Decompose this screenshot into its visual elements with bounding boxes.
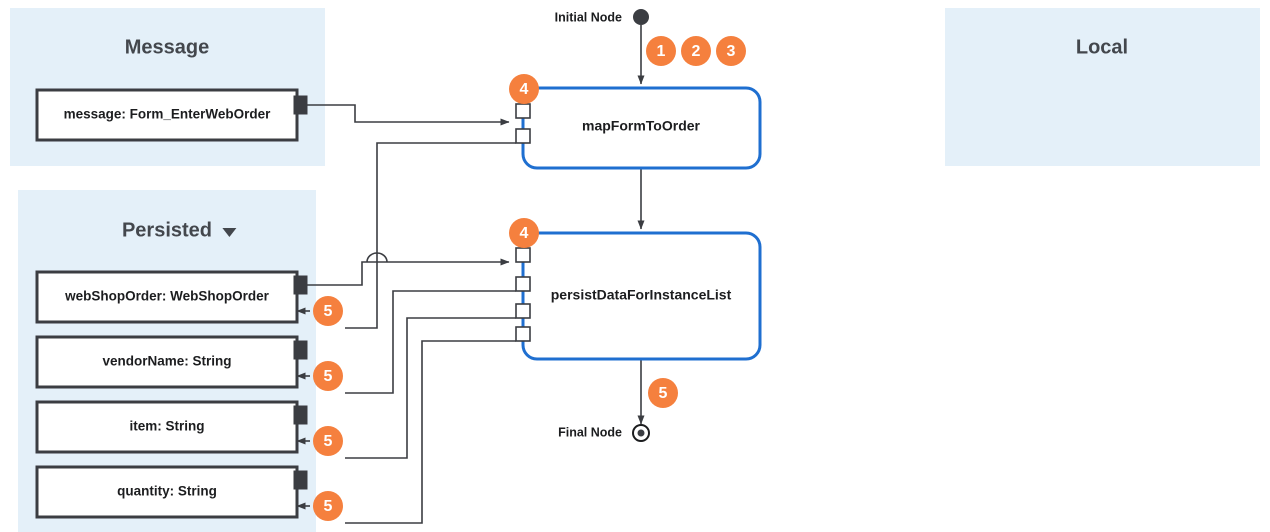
action-node-label: mapFormToOrder [582,118,701,134]
panel-background [10,8,325,166]
action-input-pin[interactable] [515,303,531,319]
badge-number: 5 [324,303,333,320]
property-box-frame[interactable] [35,465,299,519]
panel-title: Persisted [122,219,212,241]
badge-circle[interactable] [509,74,539,104]
step-badge-badge-2[interactable]: 2 [681,36,711,66]
badge-number: 5 [324,433,333,450]
badge-circle[interactable] [313,491,343,521]
property-box-item[interactable]: item: String [35,400,310,454]
connection-edge-persist-pin3-to-item [345,317,516,459]
property-label: vendorName: String [102,354,231,369]
connection-path [345,317,516,459]
property-box-frame[interactable] [35,400,299,454]
action-nodes-layer: mapFormToOrder persistDataForInstanceList [515,86,762,361]
property-output-port[interactable] [293,275,308,295]
panel-background [945,8,1260,166]
badge-circle[interactable] [313,426,343,456]
panel-title: Local [1076,36,1128,58]
property-output-port[interactable] [293,470,308,490]
step-badge-badge-5-flow[interactable]: 5 [648,378,678,408]
step-badge-badge-4-map[interactable]: 4 [509,74,539,104]
action-input-pin[interactable] [515,103,531,119]
connection-edge-map-pin2-down [345,142,516,329]
property-output-port[interactable] [293,95,308,115]
chevron-down-icon[interactable] [222,228,237,237]
property-boxes-layer: message: Form_EnterWebOrder webShopOrder:… [35,88,310,519]
initial-node-icon[interactable] [633,9,649,25]
property-label: quantity: String [117,484,217,499]
final-node[interactable]: Final Node [558,424,650,442]
connection-edge-persist-pin2-to-vendorname [345,290,516,394]
badge-number: 5 [324,498,333,515]
step-badge-badge-3[interactable]: 3 [716,36,746,66]
property-box-message-form-enterweborder[interactable]: message: Form_EnterWebOrder [35,88,308,142]
property-box-quantity[interactable]: quantity: String [35,465,310,519]
connections-layer [307,25,645,524]
property-box-vendorname[interactable]: vendorName: String [35,335,310,389]
connection-jump [366,252,388,263]
badge-number: 3 [727,43,736,60]
connection-path [345,290,516,394]
step-badges-layer: 1 2 3 4 4 5 5 5 5 5 [313,36,746,521]
panel-message: Message [10,8,325,166]
flow-node-caption: Final Node [558,425,622,439]
badge-number: 5 [324,368,333,385]
badge-number: 4 [520,225,529,242]
initial-node[interactable]: Initial Node [555,9,649,25]
action-input-pin[interactable] [515,247,531,263]
step-badge-badge-5-webshoporder[interactable]: 5 [313,296,343,326]
property-output-port[interactable] [293,405,308,425]
badge-circle[interactable] [648,378,678,408]
property-label: item: String [129,419,204,434]
connection-path [345,340,516,524]
property-box-frame[interactable] [35,270,299,324]
final-node-inner-dot [637,429,645,437]
action-node-persistdataforinstancelist[interactable]: persistDataForInstanceList [515,231,762,361]
badge-circle[interactable] [313,296,343,326]
action-node-mapformtoorder[interactable]: mapFormToOrder [515,86,762,170]
step-badge-badge-5-vendorname[interactable]: 5 [313,361,343,391]
badge-circle[interactable] [716,36,746,66]
action-node-frame[interactable] [521,231,762,361]
action-input-pin[interactable] [515,128,531,144]
connection-edge-message-to-map-pin1 [307,104,510,126]
badge-circle[interactable] [646,36,676,66]
action-input-pin[interactable] [515,326,531,342]
connection-path [307,104,510,126]
step-badge-badge-5-quantity[interactable]: 5 [313,491,343,521]
action-input-pin[interactable] [515,276,531,292]
action-node-label: persistDataForInstanceList [551,287,732,303]
badge-circle[interactable] [681,36,711,66]
panel-local: Local [945,8,1260,166]
badge-circle[interactable] [509,218,539,248]
connection-edge-webshoporder-to-persist-pin1 [307,252,510,286]
action-node-frame[interactable] [521,86,762,170]
flow-node-caption: Initial Node [555,10,622,24]
connection-edge-persist-pin4-to-quantity [345,340,516,524]
connection-path [345,142,516,329]
property-box-frame[interactable] [35,335,299,389]
step-badge-badge-4-persist[interactable]: 4 [509,218,539,248]
badge-number: 5 [659,385,668,402]
connection-path [307,258,510,286]
property-label: webShopOrder: WebShopOrder [64,289,270,304]
step-badge-badge-1[interactable]: 1 [646,36,676,66]
property-box-frame[interactable] [35,88,299,142]
property-box-webshoporder[interactable]: webShopOrder: WebShopOrder [35,270,310,324]
badge-number: 2 [692,43,701,60]
badge-number: 1 [657,43,666,60]
property-label: message: Form_EnterWebOrder [64,107,272,122]
step-badge-badge-5-item[interactable]: 5 [313,426,343,456]
property-output-port[interactable] [293,340,308,360]
panel-title: Message [125,36,210,58]
badge-number: 4 [520,81,529,98]
badge-circle[interactable] [313,361,343,391]
